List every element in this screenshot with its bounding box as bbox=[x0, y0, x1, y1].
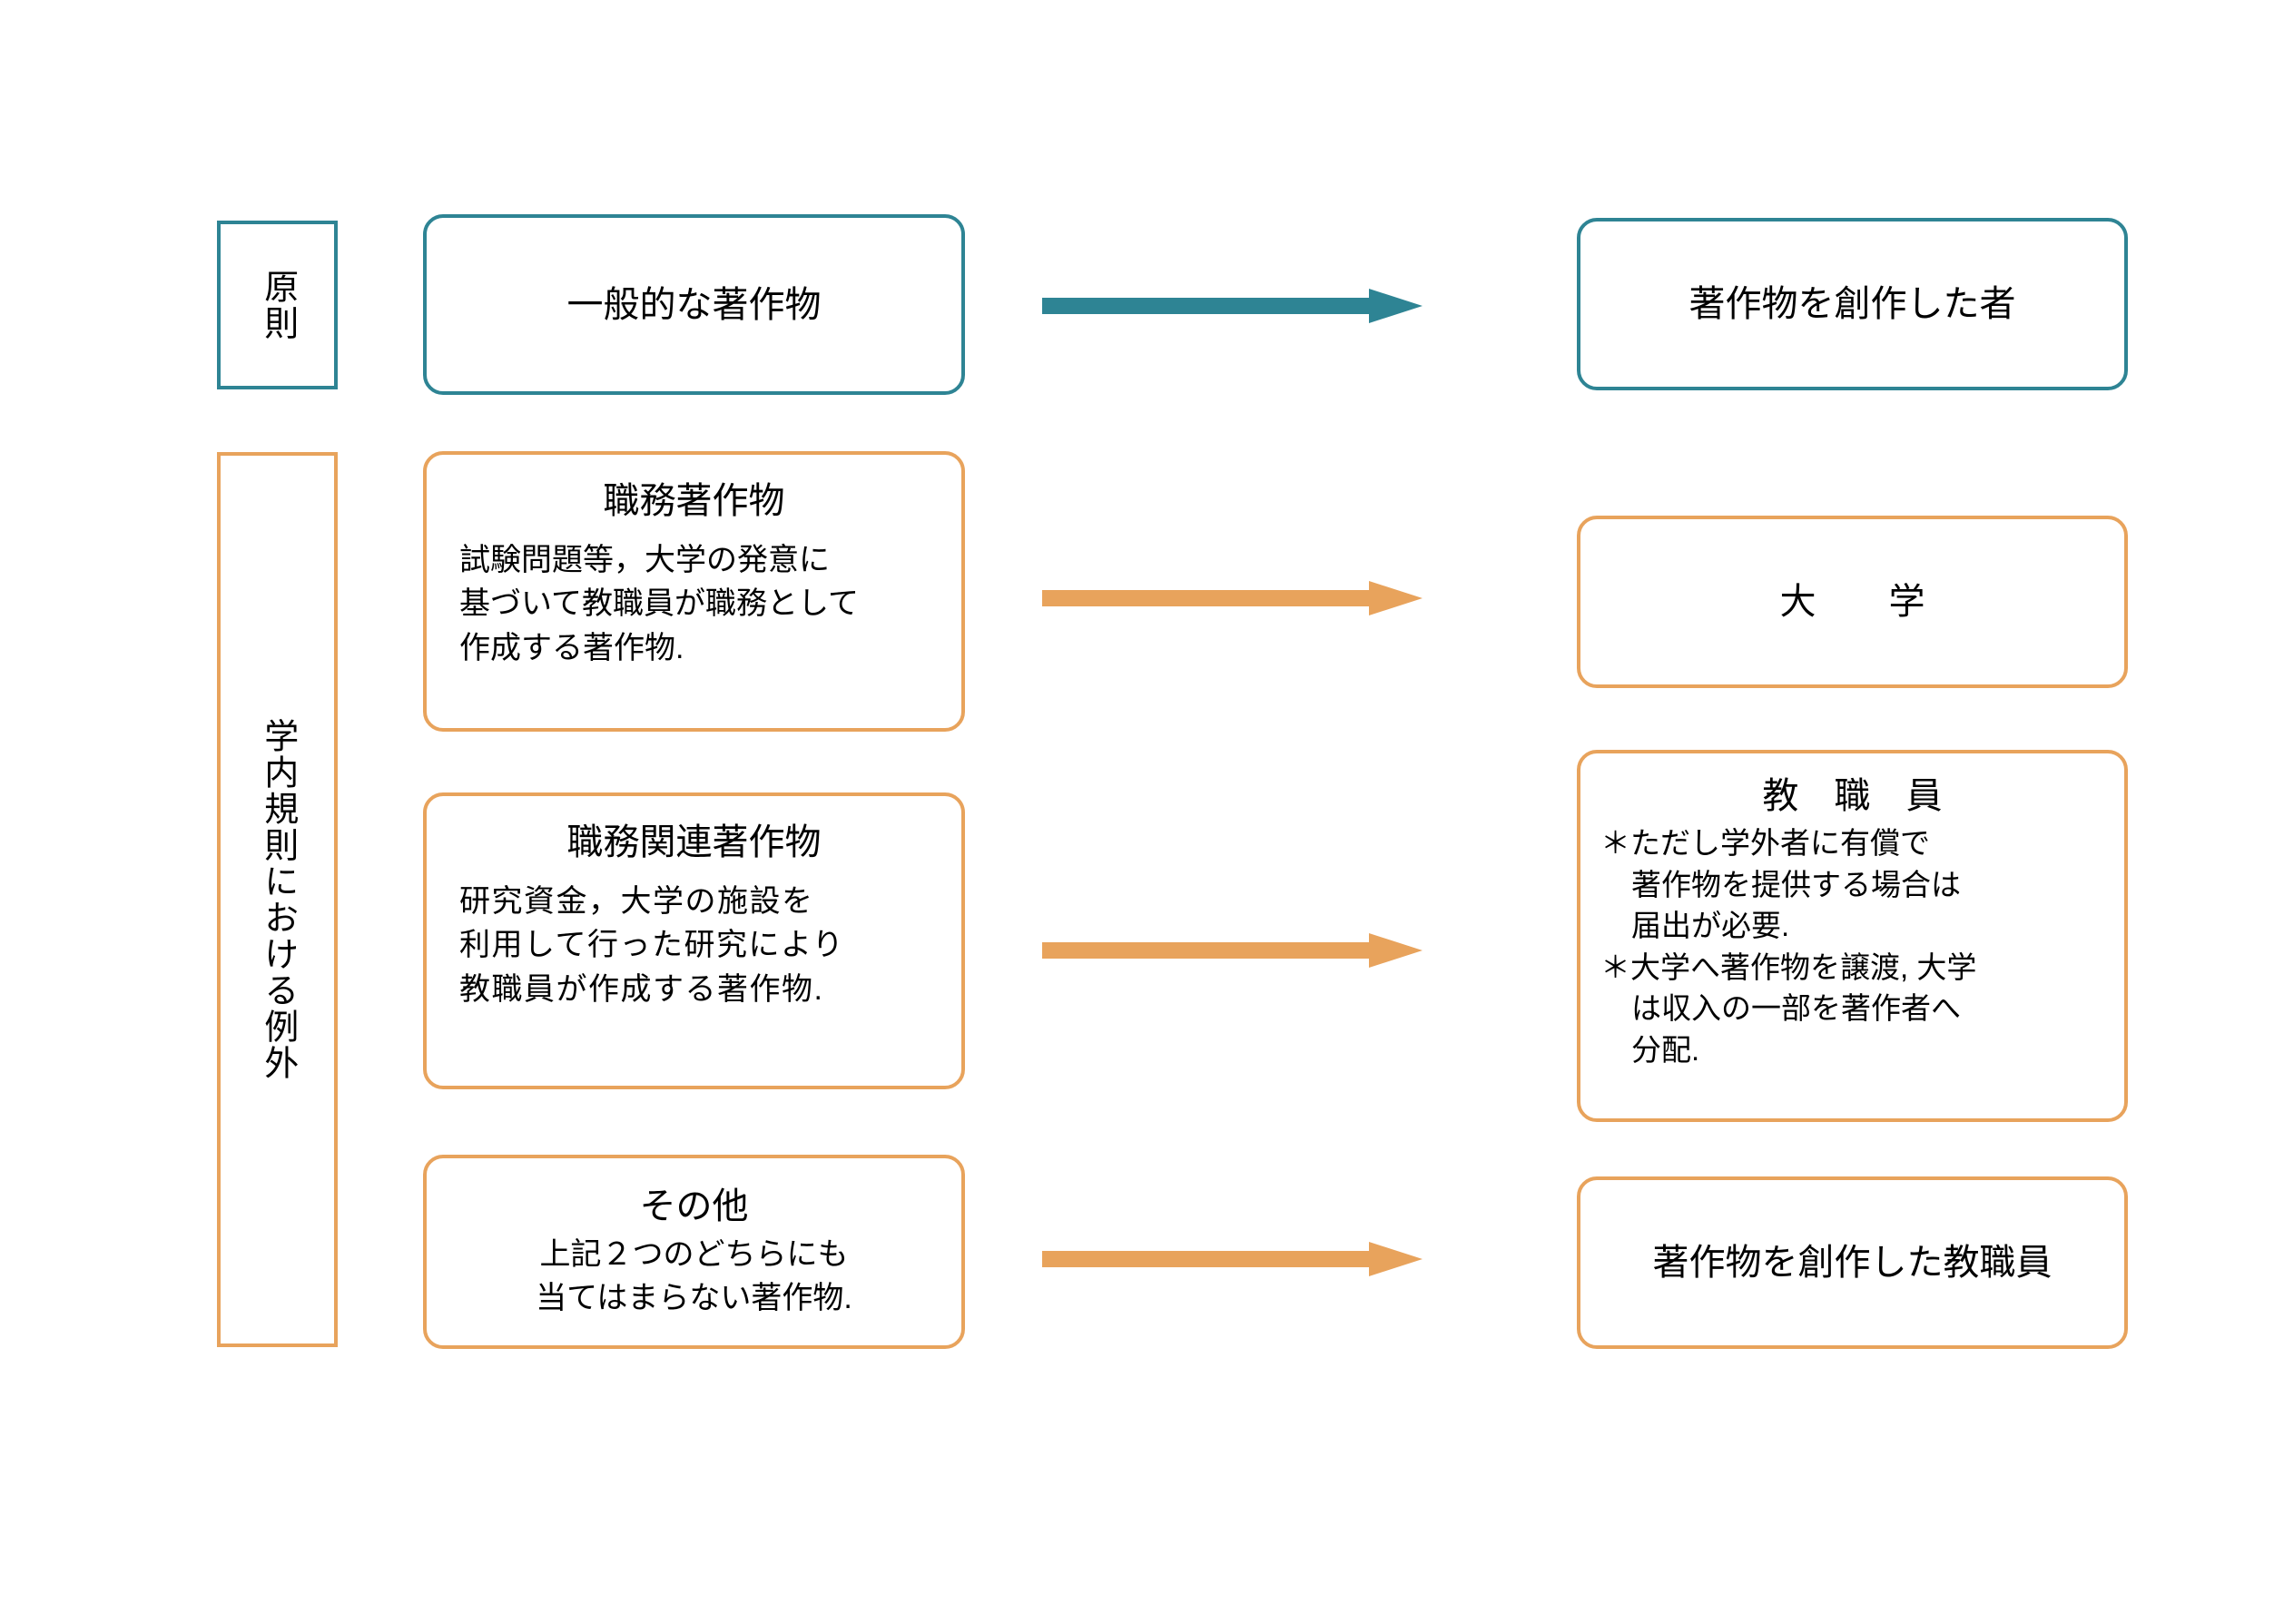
box-work-related-to-duties: 職務関連著作物 研究資金，大学の施設を 利用して行った研究により 教職員が作成す… bbox=[423, 792, 965, 1089]
box-university: 大 学 bbox=[1577, 516, 2128, 688]
arrow-general-work-to-creator bbox=[1042, 289, 1423, 323]
box-work-made-for-hire-body: 試験問題等，大学の発意に 基づいて教職員が職務として 作成する著作物. bbox=[459, 543, 859, 665]
faculty-staff-note-2: ＊大学へ著作物を譲渡, 大学 は収入の一部を著作者へ 分配. bbox=[1600, 950, 1977, 1067]
box-creator: 著作物を創作した者 bbox=[1577, 218, 2128, 390]
arrow-other-works-to-creating-faculty bbox=[1042, 1242, 1423, 1276]
box-creating-faculty-staff-title: 著作物を創作した教職員 bbox=[1652, 1243, 2053, 1283]
box-general-work-title: 一般的な著作物 bbox=[566, 284, 822, 325]
box-faculty-staff-title: 教 職 員 bbox=[1762, 776, 1955, 816]
category-label-principle: 原則 bbox=[217, 221, 338, 389]
box-general-work: 一般的な著作物 bbox=[423, 214, 965, 395]
box-creating-faculty-staff: 著作物を創作した教職員 bbox=[1577, 1176, 2128, 1349]
box-creator-title: 著作物を創作した者 bbox=[1688, 284, 2016, 324]
box-faculty-staff-notes: ＊ただし学外者に有償で 著作物を提供する場合は 届出が必要. ＊大学へ著作物を譲… bbox=[1580, 822, 2124, 1070]
box-work-related-to-duties-title: 職務関連著作物 bbox=[566, 822, 822, 862]
box-faculty-staff: 教 職 員 ＊ただし学外者に有償で 著作物を提供する場合は 届出が必要. ＊大学… bbox=[1577, 750, 2128, 1122]
box-work-made-for-hire: 職務著作物 試験問題等，大学の発意に 基づいて教職員が職務として 作成する著作物… bbox=[423, 451, 965, 732]
faculty-staff-note-1: ＊ただし学外者に有償で 著作物を提供する場合は 届出が必要. bbox=[1600, 826, 1961, 943]
category-label-principle-text: 原則 bbox=[258, 269, 297, 341]
arrow-work-made-for-hire-to-university bbox=[1042, 581, 1423, 615]
category-label-exception: 学内規則における例外 bbox=[217, 452, 338, 1347]
box-other-works: その他 上記２つのどちらにも 当てはまらない著作物. bbox=[423, 1155, 965, 1349]
box-other-works-title: その他 bbox=[639, 1186, 749, 1226]
category-label-exception-text: 学内規則における例外 bbox=[258, 718, 297, 1081]
box-work-related-to-duties-body: 研究資金，大学の施設を 利用して行った研究により 教職員が作成する著作物. bbox=[459, 884, 845, 1007]
box-university-title: 大 学 bbox=[1779, 582, 1925, 622]
box-work-made-for-hire-title: 職務著作物 bbox=[603, 481, 785, 521]
arrow-work-related-to-faculty-staff bbox=[1042, 933, 1423, 968]
box-other-works-body: 上記２つのどちらにも 当てはまらない著作物. bbox=[536, 1236, 852, 1315]
